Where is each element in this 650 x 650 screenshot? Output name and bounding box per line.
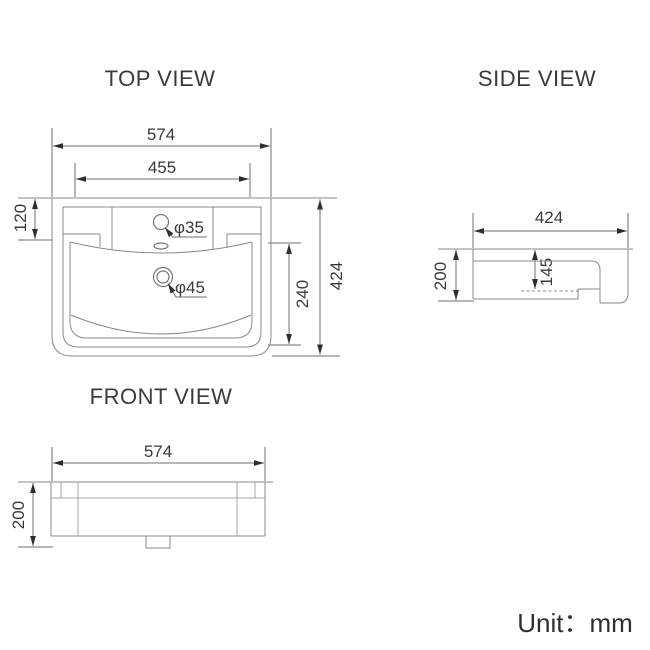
overflow-hole [153, 242, 169, 250]
drain-hole-label: φ45 [175, 278, 205, 297]
unit-note: Unit：mm [517, 608, 633, 638]
top-view-dim-overall-depth: 424 [272, 199, 346, 357]
top-view: TOP VIEW 574 455 120 424 [11, 66, 346, 357]
faucet-hole-leader [164, 227, 207, 238]
faucet-hole-circle [152, 213, 170, 231]
drain-hole-inner-circle [156, 270, 170, 284]
bowl-floor-curve [70, 314, 252, 335]
side-view-profile [472, 249, 629, 304]
side-view-dim-height: 200 [431, 250, 474, 302]
top-view-title: TOP VIEW [105, 66, 216, 91]
basin-deck-outline [62, 206, 262, 348]
drain-hole-leader [167, 283, 207, 298]
top-view-bowl-width-value: 455 [148, 158, 176, 177]
front-view-height-value: 200 [9, 501, 28, 529]
drain-tailpiece [145, 536, 171, 549]
bowl-rim-curve [69, 241, 253, 254]
faucet-hole-label: φ35 [174, 218, 204, 237]
top-view-bowl-depth-value: 240 [293, 280, 312, 308]
top-view-back-depth-value: 120 [11, 204, 30, 232]
side-view-inner-depth-value: 145 [537, 258, 556, 286]
front-view-width-value: 574 [144, 442, 172, 461]
side-view: SIDE VIEW 424 200 145 [431, 66, 633, 304]
top-view-dim-overall-width: 574 [51, 125, 272, 197]
bowl-outline [69, 242, 253, 339]
side-view-dim-inner-depth: 145 [521, 250, 580, 292]
top-view-dim-bowl-depth: 240 [268, 242, 312, 346]
front-view-body [50, 482, 266, 549]
front-view: FRONT VIEW 574 200 [9, 384, 273, 549]
top-view-dim-bowl-width: 455 [74, 158, 251, 197]
deck-step-lines [63, 207, 261, 249]
side-view-title: SIDE VIEW [478, 66, 596, 91]
side-view-height-value: 200 [431, 262, 450, 290]
front-view-dim-height: 200 [9, 483, 53, 548]
side-view-depth-value: 424 [535, 208, 563, 227]
top-view-overall-depth-value: 424 [327, 262, 346, 290]
basin-outer-outline [51, 198, 272, 357]
top-view-overall-width-value: 574 [147, 125, 175, 144]
side-view-dim-depth: 424 [472, 208, 629, 248]
top-view-dim-back-depth: 120 [11, 199, 52, 241]
front-view-title: FRONT VIEW [90, 384, 233, 409]
front-view-dim-width: 574 [51, 442, 266, 481]
